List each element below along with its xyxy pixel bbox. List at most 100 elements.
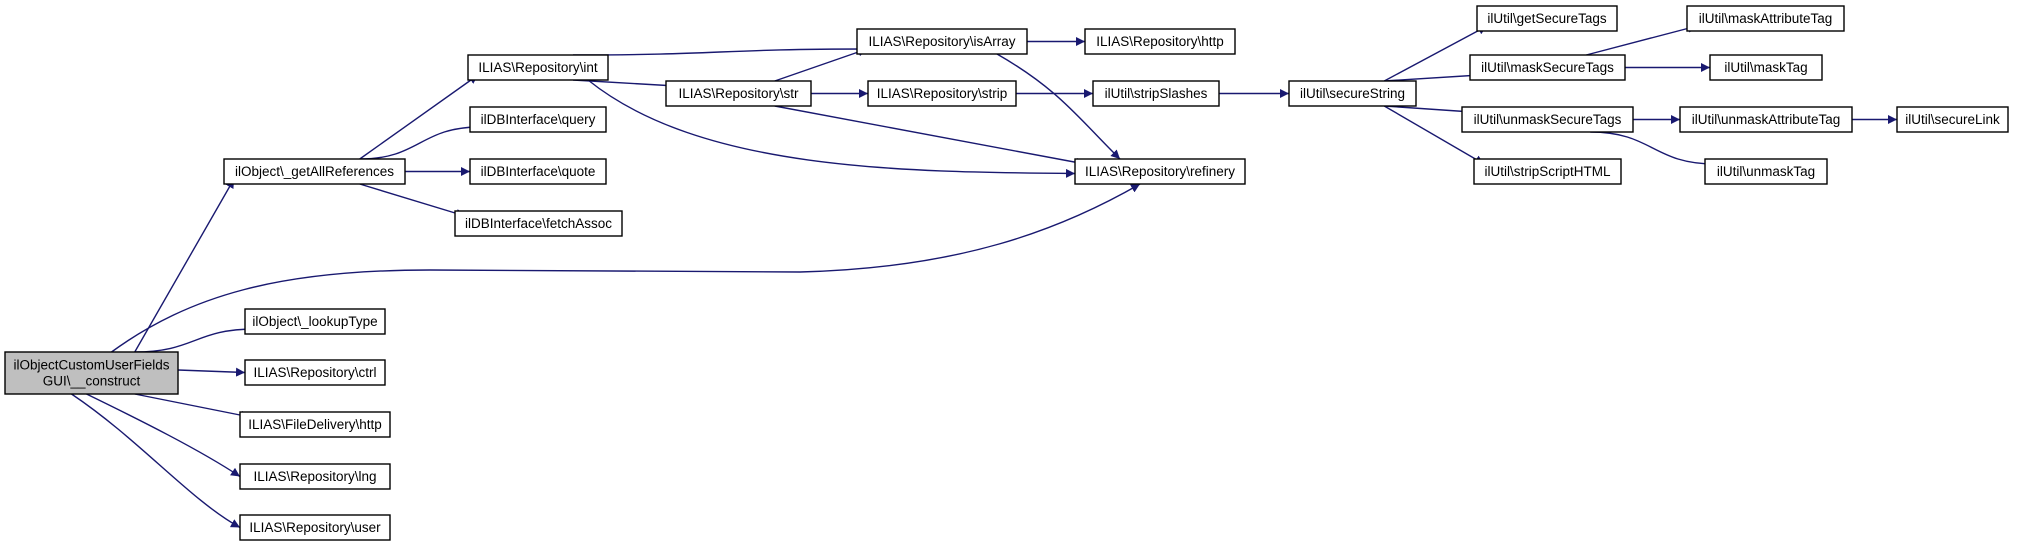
edge-getAllRefs-to-fetchAssoc (359, 183, 466, 218)
node-box (469, 106, 607, 133)
node-box (1469, 54, 1626, 81)
node-label: ilDBInterface\quote (481, 164, 596, 179)
node-lookupType[interactable]: ilObject\_lookupType (244, 308, 386, 335)
node-quote[interactable]: ilDBInterface\quote (469, 158, 607, 185)
node-box (1288, 80, 1417, 107)
edge-str-to-isArray (774, 47, 868, 82)
node-label: ILIAS\Repository\user (249, 520, 381, 535)
node-box (467, 54, 609, 81)
node-label: ilUtil\maskTag (1724, 60, 1807, 75)
node-box (223, 158, 406, 185)
node-box (1473, 158, 1622, 185)
node-box (4, 351, 179, 395)
node-box (1476, 5, 1618, 32)
node-int[interactable]: ILIAS\Repository\int (467, 54, 609, 81)
node-label: ilUtil\maskAttributeTag (1699, 11, 1833, 26)
node-repoHttp[interactable]: ILIAS\Repository\http (1084, 28, 1236, 55)
edge-int-to-refinery (587, 79, 1076, 178)
edge-root-to-ctrl (177, 367, 246, 377)
node-label: ILIAS\Repository\http (1096, 34, 1224, 49)
node-label: ILIAS\Repository\strip (877, 86, 1008, 101)
node-box (454, 210, 623, 237)
node-maskSecureTags[interactable]: ilUtil\maskSecureTags (1469, 54, 1626, 81)
node-box (1092, 80, 1220, 107)
node-getAllRefs[interactable]: ilObject\_getAllReferences (223, 158, 406, 185)
node-box (1704, 158, 1828, 185)
node-label: ilUtil\unmaskSecureTags (1474, 112, 1622, 127)
node-unmaskAttributeTag[interactable]: ilUtil\unmaskAttributeTag (1679, 106, 1853, 133)
node-label: ilUtil\secureLink (1905, 112, 2000, 127)
node-box (1679, 106, 1853, 133)
node-ctrl[interactable]: ILIAS\Repository\ctrl (244, 359, 386, 386)
node-maskTag[interactable]: ilUtil\maskTag (1709, 54, 1823, 81)
node-isArray[interactable]: ILIAS\Repository\isArray (856, 28, 1028, 55)
node-box (1896, 106, 2009, 133)
edge-str-to-refinery (774, 105, 1086, 167)
node-box (867, 80, 1017, 107)
node-box (665, 80, 812, 107)
edge-secureString-to-stripScriptHTML (1383, 105, 1485, 165)
node-box (244, 359, 386, 386)
edge-secureString-to-unmaskSecureTags (1384, 105, 1473, 116)
node-box (239, 514, 391, 541)
node-label: ilUtil\secureString (1300, 86, 1405, 101)
edge-maskSecureTags-to-maskAttributeTag (1586, 23, 1698, 56)
edge-unmaskSecureTags-to-unmaskTag (1590, 131, 1716, 169)
node-label: ilObject\_getAllReferences (235, 164, 394, 179)
node-label: ILIAS\Repository\ctrl (253, 365, 376, 380)
edge-root-to-fdHttp (134, 393, 251, 420)
edge-getAllRefs-to-query (359, 122, 481, 160)
node-box (239, 463, 391, 490)
node-secureLink[interactable]: ilUtil\secureLink (1896, 106, 2009, 133)
node-unmaskTag[interactable]: ilUtil\unmaskTag (1704, 158, 1828, 185)
node-query[interactable]: ilDBInterface\query (469, 106, 607, 133)
node-label: ilUtil\stripSlashes (1105, 86, 1208, 101)
node-label: ilDBInterface\query (481, 112, 596, 127)
node-label: ilUtil\maskSecureTags (1481, 60, 1614, 75)
node-label: ILIAS\Repository\refinery (1085, 164, 1235, 179)
edge-root-to-lng (86, 393, 241, 478)
node-label: ILIAS\Repository\lng (253, 469, 376, 484)
nodes: ilObjectCustomUserFieldsGUI\__constructi… (4, 5, 2009, 541)
edge-root-to-user (71, 393, 241, 529)
edge-root-to-refinery (111, 183, 1141, 353)
node-box (856, 28, 1028, 55)
node-maskAttributeTag[interactable]: ilUtil\maskAttributeTag (1686, 5, 1845, 32)
node-str[interactable]: ILIAS\Repository\str (665, 80, 812, 107)
node-label: ilUtil\unmaskTag (1717, 164, 1815, 179)
node-box (1709, 54, 1823, 81)
node-label: ilObject\_lookupType (252, 314, 377, 329)
edge-int-to-isArray (572, 44, 868, 56)
node-unmaskSecureTags[interactable]: ilUtil\unmaskSecureTags (1461, 106, 1634, 133)
node-label: ILIAS\Repository\str (678, 86, 799, 101)
node-secureString[interactable]: ilUtil\secureString (1288, 80, 1417, 107)
node-box (239, 411, 391, 438)
node-box (1074, 158, 1246, 185)
node-fetchAssoc[interactable]: ilDBInterface\fetchAssoc (454, 210, 623, 237)
node-label: ilUtil\unmaskAttributeTag (1692, 112, 1841, 127)
node-label: GUI\__construct (43, 374, 141, 389)
node-label: ilDBInterface\fetchAssoc (465, 216, 612, 231)
node-label: ILIAS\Repository\isArray (868, 34, 1015, 49)
node-label: ilUtil\getSecureTags (1487, 11, 1607, 26)
node-label: ilObjectCustomUserFields (13, 358, 169, 373)
node-refinery[interactable]: ILIAS\Repository\refinery (1074, 158, 1246, 185)
node-getSecureTags[interactable]: ilUtil\getSecureTags (1476, 5, 1618, 32)
node-strip[interactable]: ILIAS\Repository\strip (867, 80, 1017, 107)
node-stripScriptHTML[interactable]: ilUtil\stripScriptHTML (1473, 158, 1622, 185)
edge-secureString-to-maskSecureTags (1384, 71, 1481, 82)
node-label: ilUtil\stripScriptHTML (1484, 164, 1611, 179)
edge-root-to-getAllRefs (134, 178, 235, 353)
node-fdHttp[interactable]: ILIAS\FileDelivery\http (239, 411, 391, 438)
edge-secureString-to-getSecureTags (1383, 25, 1488, 82)
node-stripSlashes[interactable]: ilUtil\stripSlashes (1092, 80, 1220, 107)
node-lng[interactable]: ILIAS\Repository\lng (239, 463, 391, 490)
node-box (1461, 106, 1634, 133)
node-label: ILIAS\FileDelivery\http (248, 417, 382, 432)
node-box (244, 308, 386, 335)
node-user[interactable]: ILIAS\Repository\user (239, 514, 391, 541)
node-box (1084, 28, 1236, 55)
edge-root-to-lookupType (134, 324, 256, 353)
node-box (469, 158, 607, 185)
